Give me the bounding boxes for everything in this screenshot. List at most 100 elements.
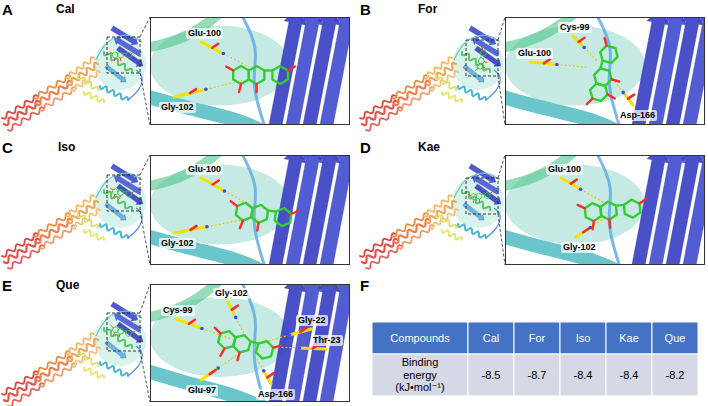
residue-stick [176,319,202,328]
residue-branch [190,89,196,93]
beta-strand [682,17,705,125]
ligand-bond [480,55,482,58]
hydroxyl-bond [220,348,224,356]
hydroxyl-bond [237,353,239,361]
protein-helix [2,233,38,257]
residue-label: Gly-102 [159,238,196,249]
inset-helix [150,17,226,49]
zoom-box [466,40,498,76]
table-header: Kae [606,322,652,354]
ligand-ring [232,333,252,354]
ligand-ring [274,207,292,227]
zoom-line [498,76,505,125]
hydroxyl-bond [132,191,135,193]
residue-stick [201,42,223,54]
zoom-line [140,17,150,37]
protein-helix [40,363,76,387]
hydrogen-bond [265,335,289,342]
zoom-inset: Glu-100Gly-102 [150,155,350,265]
ligand-ring [112,52,117,58]
protein-helix [100,224,128,238]
ligand-ring [233,66,249,84]
panel-letter: A [2,1,13,18]
hydroxyl-bond [111,326,114,328]
inset-helix [150,234,270,265]
residue-stick [561,178,581,189]
residue-atom [621,91,625,95]
protein-overview [2,302,146,406]
table-header-cell [372,322,468,354]
hydroxyl-bond [119,334,121,337]
ligand-ring [592,67,613,87]
table-header: For [514,322,560,354]
beta-strand [319,17,350,125]
hydroxyl-bond [639,199,646,204]
residue-branch [267,373,273,377]
ligand-mini [475,47,490,73]
residue-atom [298,346,302,350]
ligand-ring [471,193,477,200]
residue-atom [222,52,226,56]
panel-letter: E [2,277,12,294]
residue-stick [201,368,218,380]
hydroxyl-bond [110,188,113,190]
inset-loop [240,17,266,125]
beta-strand [117,322,143,342]
protein-overview [360,164,504,269]
residue-atom [204,88,208,92]
compound-name: Kae [418,141,440,155]
protein-helix [366,245,402,269]
ligand-ring [117,189,123,196]
protein-helix [2,95,38,119]
residue-label: Cys-99 [161,305,195,316]
residue-branch [212,44,218,48]
protein-loop [96,173,142,198]
zoom-inset-art [150,284,350,402]
zoom-inset: Glu-100Gly-102 [505,155,705,265]
hydrogen-bond [557,64,587,67]
ligand-ring [126,190,132,197]
ligand-ring [251,204,269,224]
table-body-cell [514,354,560,396]
inset-helix [150,369,270,402]
residue-atom [582,46,586,50]
residue-branch [579,38,585,42]
residue-branch [190,226,196,230]
domain-shade [94,314,146,366]
table-row-header: Binding energy (kJ•mol⁻¹) [372,354,468,396]
zoom-line [498,214,505,265]
protein-helix [40,87,76,111]
protein-helix [366,107,402,131]
protein-overview [2,26,146,131]
hydroxyl-bond [255,84,257,92]
protein-helix [436,214,456,228]
residue-label: Gly-102 [159,102,196,113]
protein-helix [72,209,100,229]
ligand-sticks [468,192,493,203]
beta-strand [105,340,126,358]
domain-shade [452,176,504,228]
protein-helix [2,371,38,395]
residue-branch [232,306,238,310]
protein-helix [34,75,70,99]
ligand-ring [600,201,617,220]
hydroxyl-bond [119,196,120,199]
hydrogen-bond [236,317,245,335]
hydroxyl-bond [110,52,112,53]
hydroxyl-bond [479,199,480,202]
protein-helix [34,351,70,375]
zoom-box [107,37,140,73]
protein-helix [398,87,434,111]
zoom-line [140,155,150,175]
residue-stick [576,228,590,237]
residue-branch [210,370,216,374]
table-body-cell [652,354,698,396]
ligand-ring [476,193,482,200]
hydrogen-bond [584,48,597,61]
hydrogen-bond [581,189,603,202]
hydroxyl-bond [214,328,222,334]
ligand-sticks [208,327,281,370]
ligand-bond [268,210,276,211]
protein-helix [84,230,104,240]
zoom-inset-art [505,17,705,125]
